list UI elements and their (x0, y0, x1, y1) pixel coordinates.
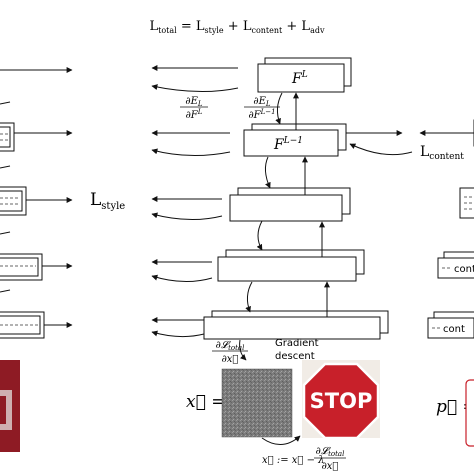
backward-arrows (239, 92, 283, 361)
layer-4-front (217, 256, 357, 282)
h-arrow-3b (151, 212, 223, 221)
forward-arrows (293, 92, 330, 317)
style-source-image (0, 360, 20, 452)
style-stub-2 (0, 165, 11, 169)
style-layer-box-2b (0, 190, 23, 212)
style-image-letter-inner (0, 396, 6, 424)
h-arrow-4b (151, 274, 213, 282)
gradient-descent-label-2: descent (275, 351, 315, 362)
total-loss-equation: Ltotal = Lstyle + Lcontent + Ladv (150, 19, 325, 35)
layer-3-front (229, 194, 343, 222)
gradient-dEL-dFL1: ∂EL ∂FL−1 (244, 96, 280, 121)
svg-text:∂FL−1: ∂FL−1 (248, 108, 275, 121)
style-network-column (0, 67, 73, 339)
style-stub-3 (0, 231, 11, 235)
style-stub-1 (0, 101, 11, 105)
svg-text:∂𝓛total: ∂𝓛total (316, 446, 345, 458)
x-vector-label: x⃗ = (186, 392, 225, 412)
center-network (203, 57, 389, 340)
h-arrow-1b (151, 84, 239, 93)
stop-octagon (302, 362, 380, 440)
content-loss-arrows (346, 130, 474, 156)
layer-FL-front (257, 63, 345, 93)
gradient-descent-label-1: Gradient (275, 338, 319, 349)
content-box-text-2: cont (443, 324, 465, 335)
h-arrow-2b (151, 148, 231, 157)
content-box-dashes (432, 196, 474, 329)
backward-arrow-1 (275, 92, 283, 125)
svg-text:∂x⃗: ∂x⃗ (222, 354, 239, 365)
layer-5-front (203, 316, 381, 340)
backward-arrow-2 (264, 156, 271, 189)
h-arrow-5b (151, 330, 205, 338)
backward-arrow-3 (256, 220, 263, 251)
style-layer-box-3b (0, 257, 39, 277)
stop-sign-image: STOP (302, 360, 380, 440)
content-layer-box-3b (437, 257, 474, 279)
stop-text: STOP (310, 389, 373, 413)
layer-FL-label: FL (291, 70, 308, 87)
content-target-image (465, 379, 474, 447)
style-stub-4 (0, 289, 11, 293)
content-layer-box-4b (427, 317, 474, 339)
gradient-dEL-dFL: ∂EL ∂FL (180, 96, 208, 121)
svg-text:∂EL: ∂EL (253, 96, 270, 108)
style-box-dashes (0, 133, 38, 326)
layer-FL1-label: FL−1 (273, 136, 303, 153)
style-loss-arrows (151, 65, 239, 338)
backward-arrow-4 (245, 281, 253, 313)
svg-text:∂𝓛total: ∂𝓛total (216, 340, 245, 352)
update-rule: x⃗ := x⃗ − λ ∂𝓛total ∂x⃗ (262, 446, 346, 472)
content-loss-label: Lcontent (420, 144, 464, 162)
content-arrow-back (349, 143, 413, 156)
content-box-text-1: cont (454, 264, 474, 275)
content-network-column (427, 119, 474, 339)
style-loss-label: Lstyle (90, 190, 125, 212)
update-arrow (261, 435, 301, 445)
gradient-dLtotal-dx: ∂𝓛total ∂x⃗ (212, 340, 248, 365)
svg-text:∂EL: ∂EL (185, 96, 202, 108)
style-layer-box-1b (0, 126, 11, 148)
svg-text:x⃗ := x⃗ − λ: x⃗ := x⃗ − λ (262, 455, 324, 466)
noise-image (221, 368, 293, 438)
layer-FL1-front (243, 129, 339, 157)
svg-text:∂FL: ∂FL (186, 108, 203, 121)
svg-text:∂x⃗: ∂x⃗ (322, 461, 339, 472)
